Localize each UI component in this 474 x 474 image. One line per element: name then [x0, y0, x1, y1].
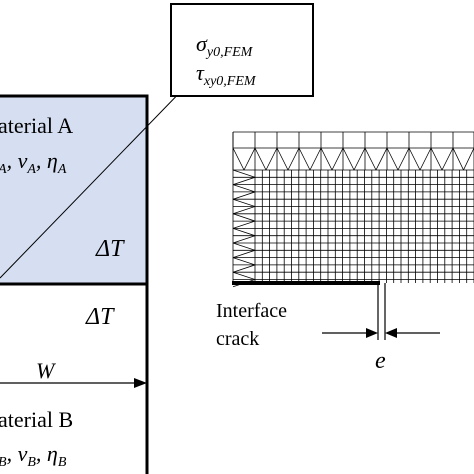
mesh-transition-edge — [463, 147, 474, 171]
mesh-transition-edge — [232, 271, 256, 280]
mesh-transition-edge — [309, 147, 322, 171]
mesh-transition-edge — [232, 176, 256, 185]
mesh-transition-edge — [232, 242, 256, 251]
mesh-transition-edge — [232, 257, 256, 266]
mesh-transition-edge — [243, 147, 256, 171]
width-arrowhead — [134, 378, 147, 388]
fem-mesh — [232, 131, 474, 288]
mesh-transition-edge — [375, 147, 388, 171]
mesh-transition-edge — [342, 147, 355, 171]
mesh-transition-edge — [320, 147, 333, 171]
mesh-transition-edge — [232, 235, 256, 244]
mesh-transition-edge — [232, 169, 256, 178]
crack-label-line2: crack — [216, 328, 259, 350]
mesh-transition-edge — [408, 147, 421, 171]
mesh-transition-edge — [353, 147, 366, 171]
mesh-transition-edge — [232, 184, 256, 193]
mesh-transition-edge — [232, 220, 256, 229]
mesh-transition-edge — [397, 147, 410, 171]
material-b-properties: B, νB, ηB — [0, 441, 67, 470]
material-b-delta-t: ΔT — [85, 304, 115, 330]
stress-callout-box — [170, 3, 314, 97]
mesh-transition-edge — [232, 198, 256, 207]
mesh-transition-edge — [232, 228, 256, 237]
mesh-transition-edge — [287, 147, 300, 171]
mesh-transition-edge — [441, 147, 454, 171]
mesh-transition-edge — [298, 147, 311, 171]
gap-label: e — [375, 348, 386, 374]
material-a-delta-t: ΔT — [95, 236, 125, 262]
mesh-transition-edge — [386, 147, 399, 171]
mesh-transition-edge — [232, 191, 256, 200]
mesh-transition-edge — [232, 213, 256, 222]
mesh-transition-edge — [430, 147, 443, 171]
crack-label-line1: Interface — [216, 300, 287, 322]
mesh-transition-edge — [331, 147, 344, 171]
material-b-region — [0, 282, 149, 474]
diagonal-leader-line — [0, 81, 191, 279]
mesh-transition-edge — [265, 147, 278, 171]
material-b-label: aterial B — [0, 407, 73, 432]
mesh-transition-edge — [232, 206, 256, 215]
gap-arrowhead-right — [385, 328, 397, 338]
material-a-properties: A, νA, ηA — [0, 148, 67, 177]
mesh-transition-edge — [232, 249, 256, 258]
mesh-transition-edge — [232, 264, 256, 273]
sigma-label: σy0,FEM — [196, 31, 254, 60]
material-a-label: aterial A — [0, 113, 73, 138]
mesh-transition-edge — [254, 147, 267, 171]
mesh-transition-edge — [232, 147, 245, 171]
mesh-transition-edge — [452, 147, 464, 171]
mesh-transition-edge — [276, 147, 289, 171]
mesh-transition-edge — [419, 147, 432, 171]
tau-label: τxy0,FEM — [196, 60, 257, 89]
mesh-transition-edge — [364, 147, 377, 171]
gap-arrowhead-left — [366, 328, 378, 338]
width-label: W — [36, 358, 56, 383]
